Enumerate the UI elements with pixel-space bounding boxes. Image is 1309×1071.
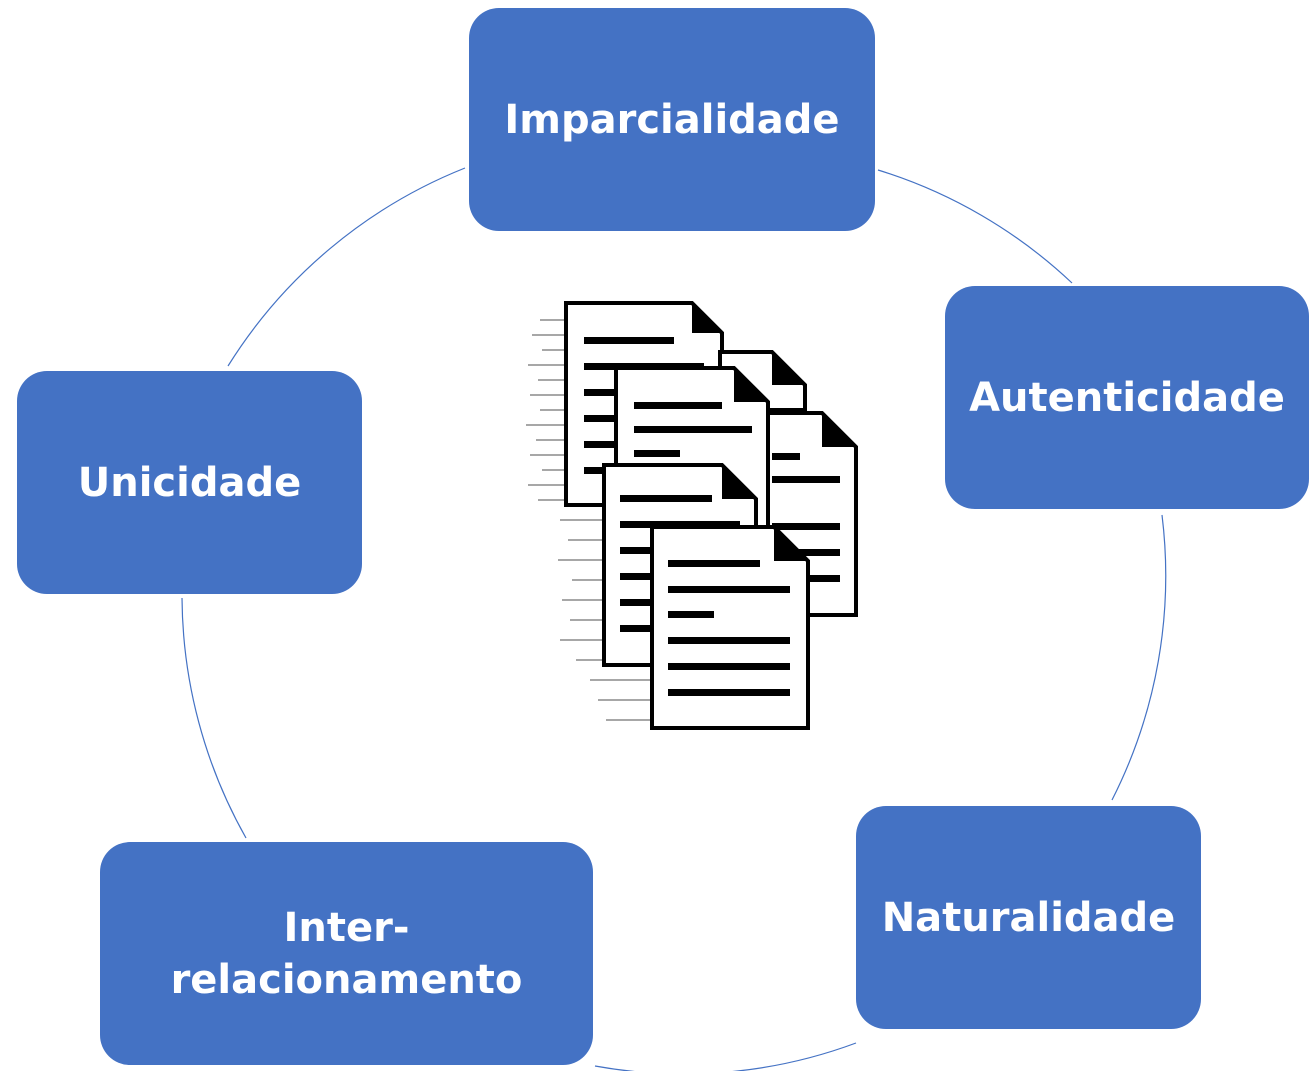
node-label: Autenticidade	[969, 374, 1285, 421]
document-6-icon	[650, 525, 810, 730]
stacked-documents-icon	[526, 301, 858, 730]
connector-naturalidade-inter	[594, 1042, 857, 1071]
node-inter-relacionamento: Inter- relacionamento	[100, 842, 593, 1065]
connector-inter-unicidade	[181, 597, 247, 839]
node-label: Imparcialidade	[504, 96, 840, 143]
node-label: Naturalidade	[881, 894, 1176, 941]
node-label: Unicidade	[77, 459, 302, 506]
node-imparcialidade: Imparcialidade	[469, 8, 875, 231]
node-naturalidade: Naturalidade	[856, 806, 1201, 1029]
connector-autenticidade-naturalidade	[1111, 514, 1167, 801]
node-label: Inter- relacionamento	[170, 904, 523, 1003]
connector-unicidade-imparcialidade	[227, 167, 466, 367]
connector-imparcialidade-autenticidade	[877, 169, 1073, 284]
node-autenticidade: Autenticidade	[945, 286, 1309, 509]
node-unicidade: Unicidade	[17, 371, 362, 594]
